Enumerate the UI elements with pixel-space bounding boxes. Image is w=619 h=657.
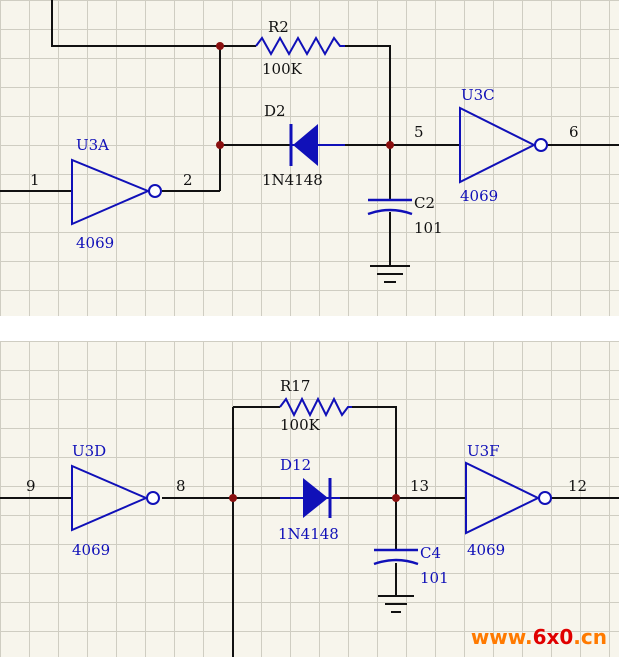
net-1-label: 1 — [30, 171, 40, 189]
bottom-ground-icon — [378, 595, 414, 613]
watermark: www.6x0.cn — [471, 625, 607, 649]
u3f-ref: U3F — [467, 442, 500, 460]
c2-value: 101 — [414, 219, 443, 237]
u3d-ref: U3D — [72, 442, 106, 460]
schematic-top: R2 100K D2 1N4148 C2 101 U3A 4069 U3C 40… — [0, 0, 619, 316]
diode-d2 — [289, 124, 345, 166]
capacitor-c2 — [367, 198, 413, 216]
net-2-label: 2 — [183, 171, 193, 189]
schematic-bottom-drawing: R17 100K D12 1N4148 C4 101 U3D 4069 U3F … — [0, 377, 619, 657]
net-9-label: 9 — [26, 477, 36, 495]
r17-ref: R17 — [280, 377, 310, 395]
r17-value: 100K — [280, 416, 321, 434]
r2-ref: R2 — [268, 18, 289, 36]
inverter-u3c — [459, 106, 548, 184]
d2-ref: D2 — [264, 102, 286, 120]
top-junctions — [216, 42, 394, 149]
d12-ref: D12 — [280, 456, 311, 474]
u3c-value: 4069 — [460, 187, 498, 205]
u3a-value: 4069 — [76, 234, 114, 252]
bottom-wires — [0, 406, 619, 657]
diode-d12 — [280, 478, 340, 518]
schematic-top-drawing: R2 100K D2 1N4148 C2 101 U3A 4069 U3C 40… — [0, 0, 619, 283]
u3a-ref: U3A — [76, 136, 109, 154]
net-8-label: 8 — [176, 477, 186, 495]
watermark-suffix: .cn — [573, 625, 607, 649]
resistor-r2 — [255, 35, 345, 57]
d12-value: 1N4148 — [278, 525, 339, 543]
resistor-r17 — [279, 396, 352, 418]
inverter-u3a — [71, 158, 162, 226]
net-6-label: 6 — [569, 123, 579, 141]
u3c-ref: U3C — [461, 86, 495, 104]
watermark-prefix: www. — [470, 625, 533, 649]
r2-value: 100K — [262, 60, 303, 78]
watermark-accent: 6x0 — [532, 625, 574, 649]
top-wire-feedback-in — [51, 0, 220, 47]
top-ground-icon — [370, 265, 410, 283]
schematic-bottom: R17 100K D12 1N4148 C4 101 U3D 4069 U3F … — [0, 341, 619, 657]
c4-value: 101 — [420, 569, 449, 587]
bottom-wire-r17-right — [352, 406, 397, 498]
inverter-u3f — [465, 461, 552, 535]
inverter-u3d — [71, 464, 160, 532]
net-13-label: 13 — [410, 477, 429, 495]
c4-ref: C4 — [420, 544, 441, 562]
net-12-label: 12 — [568, 477, 587, 495]
c2-ref: C2 — [414, 194, 435, 212]
bottom-junctions — [229, 494, 400, 502]
u3f-value: 4069 — [467, 541, 505, 559]
net-5-label: 5 — [414, 123, 424, 141]
capacitor-c4 — [373, 548, 419, 566]
top-wire-r2-right — [345, 45, 391, 145]
d2-value: 1N4148 — [262, 171, 323, 189]
u3d-value: 4069 — [72, 541, 110, 559]
